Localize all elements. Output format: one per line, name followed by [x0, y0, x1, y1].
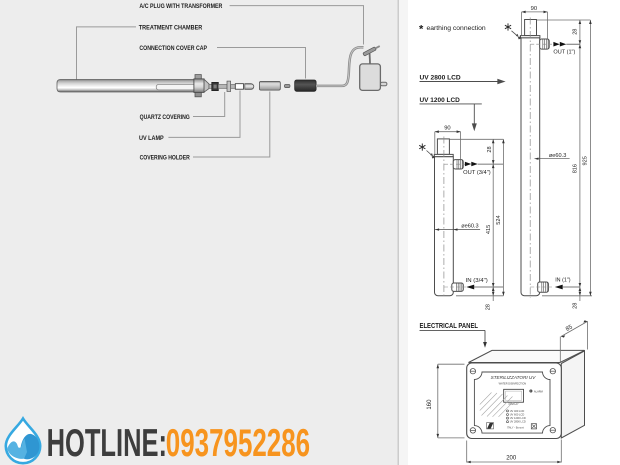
svg-text:524: 524 — [496, 215, 502, 224]
svg-text:TREATMENT CHAMBER: TREATMENT CHAMBER — [139, 24, 203, 31]
svg-text:UV 600 LCD: UV 600 LCD — [510, 412, 525, 416]
svg-text:200: 200 — [506, 455, 517, 461]
svg-text:ELECTRICAL PANEL: ELECTRICAL PANEL — [420, 321, 479, 330]
svg-text:UV 2800 LCD: UV 2800 LCD — [420, 75, 461, 82]
svg-text:90: 90 — [531, 6, 537, 12]
svg-text:HOTLINE:: HOTLINE: — [47, 422, 167, 465]
svg-text:øe60.3: øe60.3 — [461, 223, 478, 229]
svg-text:DISPLAY: DISPLAY — [509, 403, 519, 406]
svg-text:UV 2800 LCD: UV 2800 LCD — [510, 420, 526, 424]
svg-text:OUT (1"): OUT (1") — [553, 49, 575, 55]
svg-text:ITALY - Bononi: ITALY - Bononi — [507, 426, 525, 430]
svg-text:ALARM: ALARM — [534, 389, 543, 393]
svg-text:90: 90 — [444, 126, 450, 132]
svg-text:A/C PLUG WITH TRANSFORMER: A/C PLUG WITH TRANSFORMER — [139, 3, 222, 10]
svg-text:CONNECTION COVER CAP: CONNECTION COVER CAP — [139, 45, 207, 52]
svg-text:925: 925 — [583, 156, 589, 165]
svg-text:STERILIZZATORI UV: STERILIZZATORI UV — [491, 375, 537, 380]
svg-text:28: 28 — [572, 303, 578, 309]
svg-text:COVERING HOLDER: COVERING HOLDER — [140, 155, 190, 162]
svg-text:UV LAMP: UV LAMP — [139, 135, 164, 142]
svg-text:QUARTZ COVERING: QUARTZ COVERING — [140, 114, 190, 121]
svg-text:UV 400 LCD: UV 400 LCD — [510, 409, 525, 413]
svg-text:IN (1"): IN (1") — [555, 278, 571, 284]
svg-text:160: 160 — [427, 399, 433, 410]
svg-text:IN (3/4"): IN (3/4") — [466, 278, 488, 284]
svg-text:28: 28 — [486, 304, 492, 310]
svg-text:*: * — [419, 24, 424, 36]
svg-text:816: 816 — [573, 164, 579, 173]
svg-text:85: 85 — [565, 324, 574, 333]
svg-text:OUT (3/4"): OUT (3/4") — [463, 170, 491, 176]
svg-text:28: 28 — [573, 29, 579, 35]
svg-text:UV 1200 LCD: UV 1200 LCD — [510, 416, 526, 420]
svg-text:0937952286: 0937952286 — [166, 422, 310, 465]
svg-text:28: 28 — [487, 146, 493, 152]
svg-text:earthing connection: earthing connection — [427, 25, 486, 32]
svg-text:øe60.3: øe60.3 — [549, 153, 566, 159]
svg-text:UV 1200 LCD: UV 1200 LCD — [420, 97, 460, 104]
svg-text:WATER DISINFECTION: WATER DISINFECTION — [499, 381, 527, 385]
svg-text:415: 415 — [486, 225, 492, 234]
